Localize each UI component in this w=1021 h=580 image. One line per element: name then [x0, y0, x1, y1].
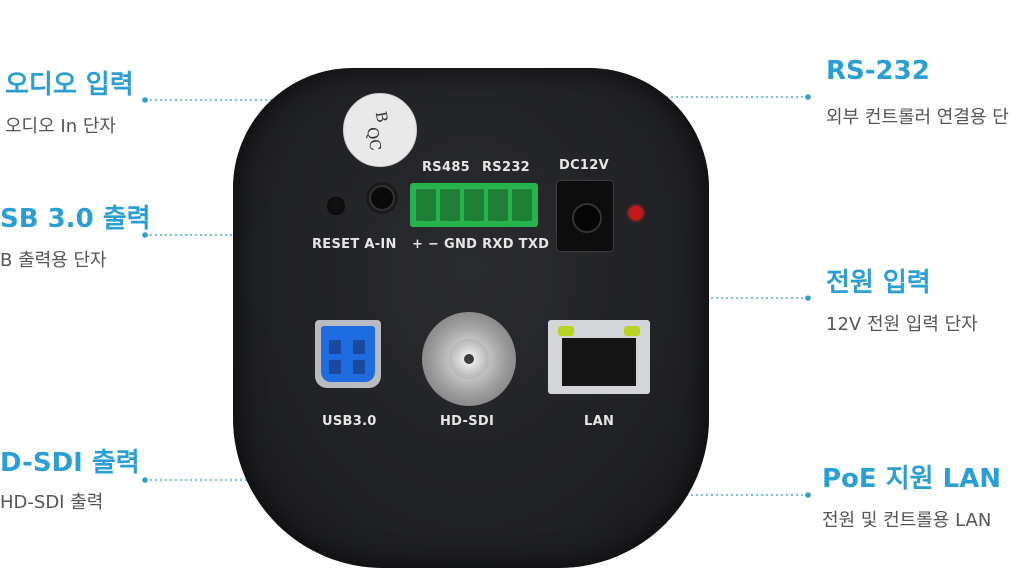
poe-lan-title: PoE 지원 LAN — [822, 464, 1002, 494]
sdi-output-title: D-SDI 출력 — [0, 448, 140, 478]
audio-input-title: 오디오 입력 — [5, 70, 134, 100]
power-dot — [805, 295, 811, 301]
audio-dot — [142, 97, 148, 103]
sdi-output-desc: HD-SDI 출력 — [0, 492, 104, 513]
sdi-dot — [142, 477, 148, 483]
terminal-pin — [440, 189, 460, 221]
reset-ain-label: RESET A-IN — [312, 237, 397, 252]
usb-pin — [353, 340, 365, 354]
lan-label: LAN — [584, 414, 615, 429]
usb-dot — [142, 232, 148, 238]
dc12v-label: DC12V — [559, 158, 609, 173]
terminal-pin — [416, 189, 436, 221]
bnc-core-pin — [464, 354, 474, 364]
usb-output-title: SB 3.0 출력 — [0, 204, 151, 234]
lan-port[interactable] — [548, 320, 650, 394]
rs232-port-label: RS232 — [482, 160, 531, 175]
rs232-desc: 외부 컨트롤러 연결용 단 — [826, 107, 1009, 128]
terminal-pin — [464, 189, 484, 221]
usb3-port-insert — [321, 326, 375, 382]
usb-pin — [329, 360, 341, 374]
usb-output-desc: B 출력용 단자 — [0, 250, 107, 271]
hd-sdi-bnc-connector[interactable] — [422, 312, 516, 406]
power-input-title: 전원 입력 — [826, 268, 931, 298]
qc-sticker-qc: QC — [362, 125, 385, 153]
rs232-title: RS-232 — [826, 56, 930, 86]
terminal-pins-label: + − GND RXD TXD — [412, 237, 550, 252]
qc-sticker-b: B — [371, 110, 392, 124]
hd-sdi-label: HD-SDI — [440, 414, 495, 429]
audio-input-desc: 오디오 In 단자 — [5, 116, 116, 137]
poe-lan-desc: 전원 및 컨트롤용 LAN — [822, 510, 992, 531]
reset-button[interactable] — [327, 197, 345, 215]
lan-led-left — [558, 326, 574, 336]
rs232-dot — [805, 94, 811, 100]
rs485-label: RS485 — [422, 160, 471, 175]
usb-pin — [353, 360, 365, 374]
usb3-port[interactable] — [315, 320, 381, 388]
terminal-pin — [488, 189, 508, 221]
usb3-label: USB3.0 — [322, 414, 377, 429]
qc-sticker: B QC — [343, 93, 417, 167]
power-input-desc: 12V 전원 입력 단자 — [826, 314, 978, 335]
audio-in-jack[interactable] — [366, 182, 398, 214]
terminal-pin — [512, 189, 532, 221]
lan-socket — [562, 338, 636, 386]
lan-led-right — [624, 326, 640, 336]
poe-dot — [805, 492, 811, 498]
dc-jack-hole — [572, 203, 602, 233]
dc-power-jack[interactable] — [556, 180, 614, 252]
power-led-indicator — [629, 206, 643, 220]
usb-pin — [329, 340, 341, 354]
terminal-block[interactable] — [410, 183, 538, 227]
